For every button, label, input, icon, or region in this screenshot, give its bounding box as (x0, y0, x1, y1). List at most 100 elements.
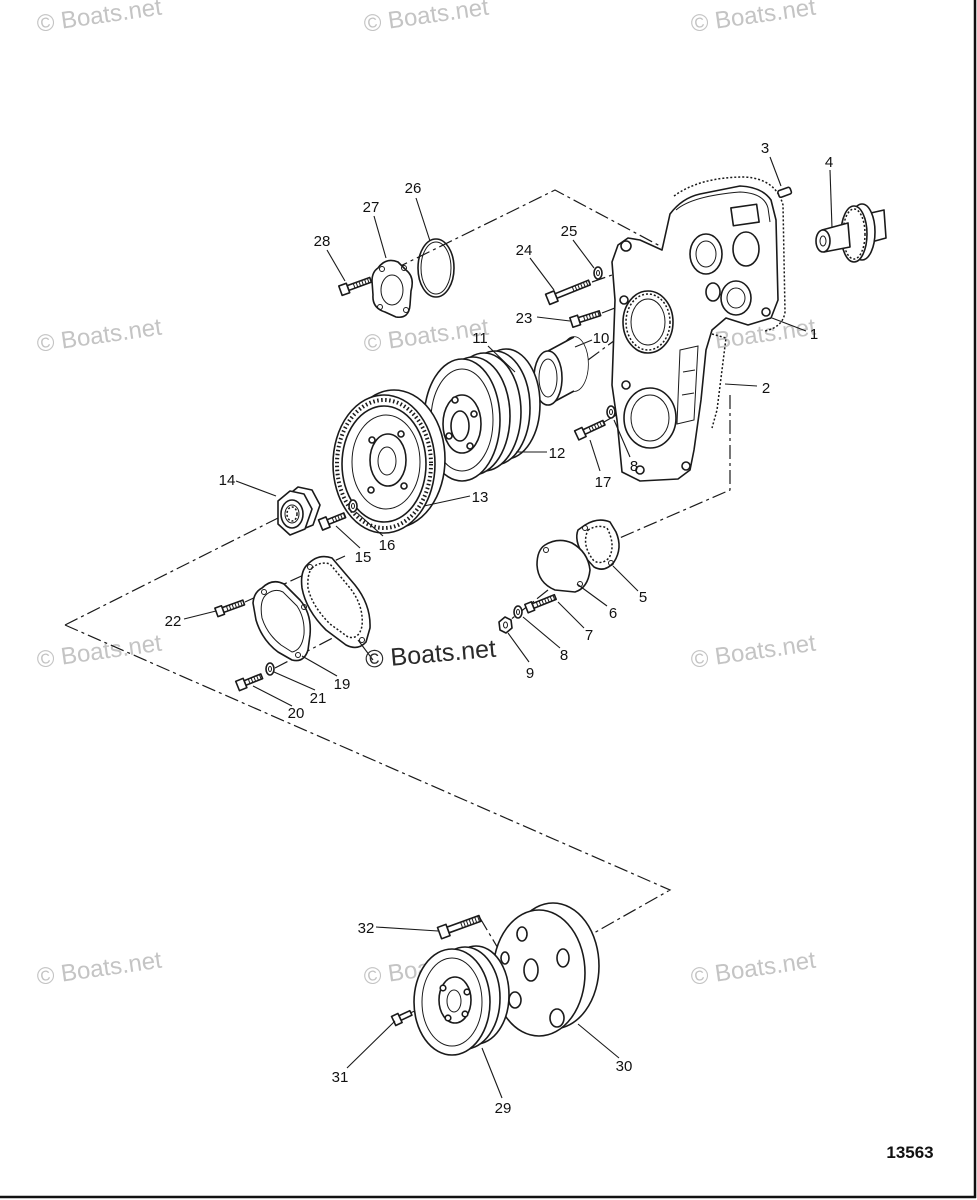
callout-label-23: 23 (516, 310, 533, 327)
callout-label-2: 2 (762, 380, 770, 397)
pulley-bore (450, 410, 470, 442)
nut-bore (284, 504, 300, 524)
gasket-5-ear-hole (582, 525, 588, 531)
pulley-face-ring (421, 957, 483, 1047)
timing-cover-lower-bore-inner (630, 394, 670, 442)
leader-5 (612, 565, 639, 592)
leader-6 (576, 583, 608, 607)
leader-2 (724, 383, 758, 387)
part-26-o-ring (417, 238, 455, 298)
leader-16 (355, 511, 384, 537)
timing-cover-boss (620, 240, 632, 252)
damper-bolt-hole (368, 436, 376, 444)
leader-19 (301, 655, 338, 677)
plate-19-ear-hole (301, 604, 307, 610)
part-4-shaft-gear (815, 203, 887, 263)
part-1-timing-cover (611, 185, 779, 482)
plate-27-ear-hole (403, 307, 409, 313)
nut-thread (286, 506, 298, 522)
callout-label-19: 19 (334, 676, 351, 693)
part-21-washer (265, 662, 275, 676)
bolt-head (544, 290, 559, 306)
callout-label-27: 27 (363, 199, 380, 216)
pulley-bolt-hole (445, 432, 453, 440)
callout-label-22: 22 (165, 613, 182, 630)
damper-bolt-hole (400, 482, 408, 490)
timing-cover-hole-a-inner (695, 240, 717, 268)
damper-face-ring (351, 414, 421, 510)
gasket-18-hole (359, 637, 365, 643)
gasket-upper-outline (673, 176, 786, 332)
bolt-head (317, 516, 331, 531)
pulley-bore (446, 989, 462, 1013)
leader-8-lower (522, 616, 561, 649)
timing-cover-seal-bore-inner (630, 298, 666, 346)
pulley-bolt-hole (444, 1014, 452, 1022)
timing-cover-housing-block (730, 203, 760, 227)
hub-center-hole (523, 958, 539, 982)
callout-label-17: 17 (595, 474, 612, 491)
bolt-head (214, 604, 226, 618)
washer-hole (596, 270, 600, 276)
bolt-head (337, 282, 351, 297)
washer-hole (351, 503, 355, 509)
bolt-thread (460, 916, 481, 928)
assembly-line-bolt-24 (591, 274, 613, 283)
part-3-pin (777, 186, 793, 199)
leader-10 (574, 339, 593, 348)
o-ring-inner (420, 241, 452, 295)
callout-label-16: 16 (379, 537, 396, 554)
washer-outer (513, 605, 523, 619)
watermark: © Boats.net (689, 0, 818, 38)
timing-cover-hole-d (705, 282, 721, 302)
callout-label-21: 21 (310, 690, 327, 707)
hub-bolt-hole (508, 991, 522, 1009)
timing-cover-boss (621, 380, 631, 390)
part-2-cover-gasket (673, 176, 786, 429)
damper-bore (377, 446, 397, 476)
callout-label-11: 11 (472, 330, 488, 347)
plate-6-hole (543, 547, 549, 553)
leader-21 (273, 671, 316, 691)
callout-label-31: 31 (332, 1069, 349, 1086)
plate-19-outline (252, 580, 312, 662)
damper-bolt-hole (367, 486, 375, 494)
timing-cover-hole-c-inner (726, 287, 746, 309)
leader-1 (771, 317, 807, 332)
assembly-line-bolt-23 (601, 305, 621, 314)
leader-28 (326, 249, 346, 282)
callout-label-8-lower: 8 (560, 647, 568, 664)
bolt-head (573, 426, 587, 441)
washer-hole (516, 609, 520, 615)
callout-label-25: 25 (561, 223, 578, 240)
bolt-head (390, 1012, 403, 1027)
leader-9 (507, 632, 530, 663)
leader-8-upper (613, 419, 631, 458)
assembly-line-seal (587, 331, 627, 361)
leader-11 (487, 345, 516, 373)
pin-body (777, 186, 793, 199)
leader-17 (589, 439, 601, 472)
gasket-18-bead (307, 562, 363, 639)
nut-flange (280, 499, 304, 529)
watermark: © Boats.net (35, 947, 164, 991)
callout-label-6: 6 (609, 605, 617, 622)
plate-27-ear-hole (401, 265, 407, 271)
part-32-bolt (436, 914, 482, 940)
assembly-line-lower (64, 624, 672, 943)
plate-19-inner-edge (260, 589, 305, 653)
timing-cover-boss (681, 461, 691, 471)
bolt-shank (531, 593, 557, 610)
part-23-bolt (569, 310, 602, 329)
timing-cover-boss (635, 465, 645, 475)
pulley-bolt-hole (470, 410, 478, 418)
bolt-thread (331, 512, 346, 523)
damper-hub (369, 433, 407, 487)
leader-26 (415, 197, 431, 242)
plate-27-outline (371, 259, 413, 319)
part-9-nut (498, 616, 513, 634)
bolt-head (436, 923, 451, 940)
part-20-bolt (234, 673, 264, 692)
leader-25 (572, 239, 595, 269)
